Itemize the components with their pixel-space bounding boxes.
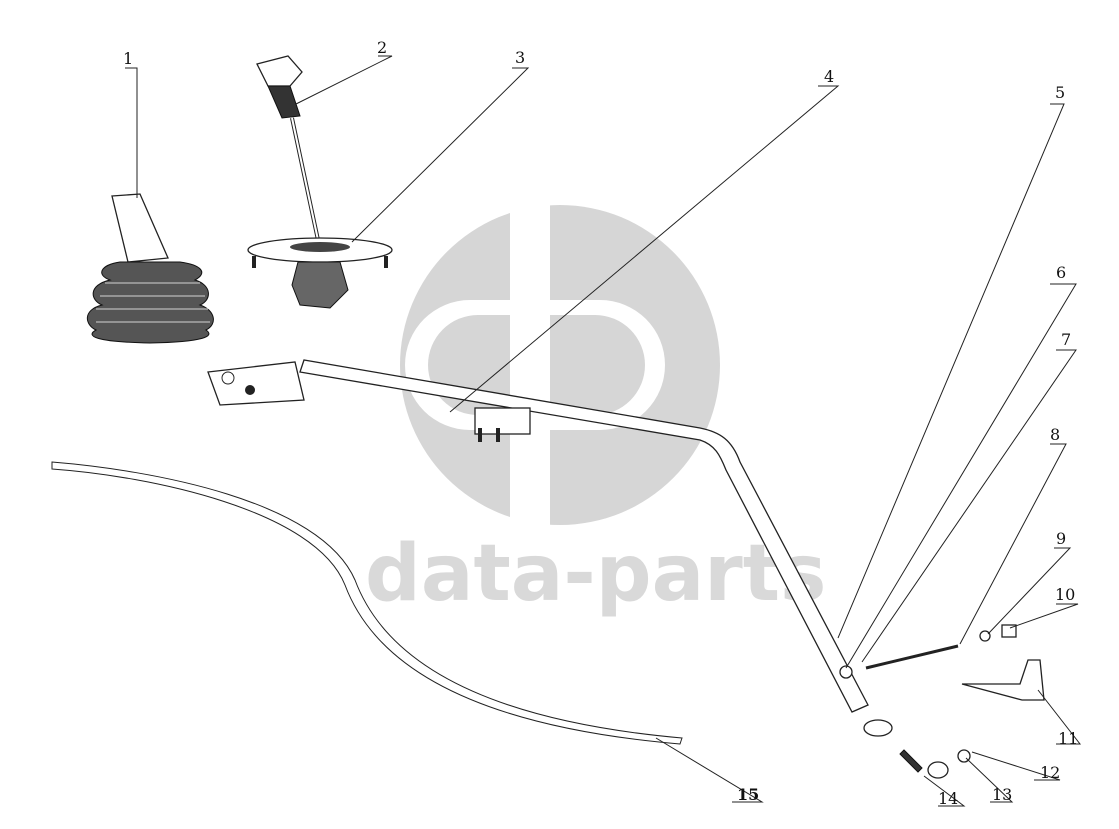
- dp-logo-icon: [400, 200, 720, 530]
- floor-panel-outline: [51, 461, 683, 745]
- lever-base-plate: [247, 237, 393, 309]
- callout-11: 11: [1058, 729, 1078, 748]
- watermark-text: data-parts: [365, 529, 826, 619]
- linkage-parts: [839, 624, 1045, 779]
- callout-10: 10: [1055, 585, 1075, 604]
- gear-lever: [256, 55, 320, 241]
- callout-13: 13: [992, 785, 1012, 804]
- callout-2: 2: [377, 38, 387, 57]
- callout-14: 14: [938, 789, 958, 808]
- callout-12: 12: [1040, 763, 1060, 782]
- leader-lines: [125, 55, 1082, 807]
- shift-rod: [207, 359, 893, 737]
- callout-9: 9: [1056, 529, 1066, 548]
- callout-6: 6: [1056, 263, 1066, 282]
- shift-boot: [86, 193, 214, 344]
- callout-4: 4: [824, 67, 834, 86]
- callout-5: 5: [1055, 83, 1065, 102]
- callout-8: 8: [1050, 425, 1060, 444]
- callout-3: 3: [515, 48, 525, 67]
- callout-labels: 1 2 3 4 5 6 7 8 9 10 11 12 13 14 15: [123, 38, 1078, 808]
- callout-15: 15: [737, 785, 759, 804]
- callout-7: 7: [1061, 330, 1071, 349]
- callout-1: 1: [123, 49, 133, 68]
